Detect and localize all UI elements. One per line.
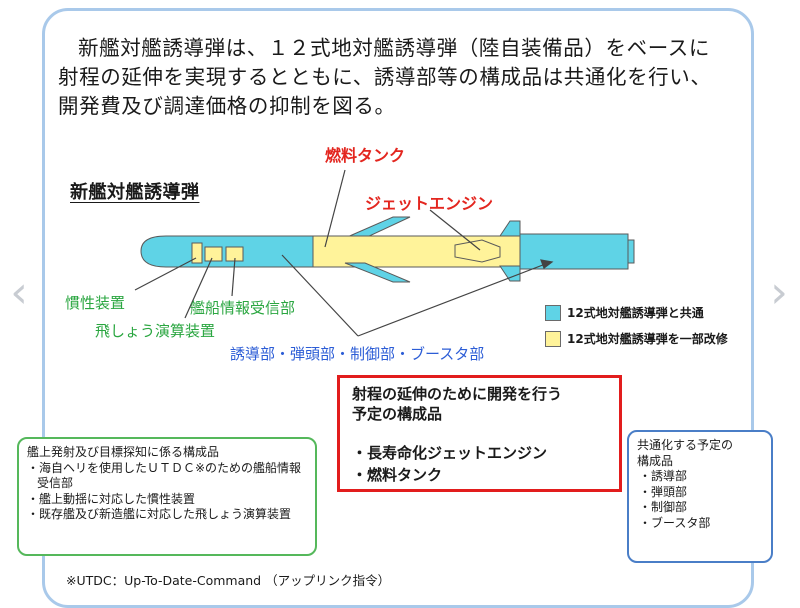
leader-jet-engine — [429, 209, 481, 251]
legend-modified-text: 12式地対艦誘導弾を一部改修 — [567, 332, 728, 346]
dev-box-title-1: 射程の延伸のために開発を行う — [352, 385, 563, 403]
footnote: ※UTDC：Up-To-Date-Command （アップリンク指令） — [66, 573, 391, 588]
next-slide-arrow-icon[interactable]: › — [770, 267, 788, 318]
intro-line-3: 開発費及び調達価格の抑制を図る。 — [58, 94, 396, 118]
shipboard-box-title: 艦上発射及び目標探知に係る構成品 — [27, 445, 220, 459]
leader-inertial — [134, 257, 197, 291]
flight-computer-label: 飛しょう演算装置 — [95, 322, 216, 340]
dev-box-title-2: 予定の構成品 — [352, 405, 443, 423]
leader-lines — [134, 169, 554, 337]
jet-engine-outline — [454, 239, 501, 263]
common-item-control: ・制御部 — [639, 500, 688, 514]
shipboard-item-receiver: ・海自ヘリを使用したＵＴＤＣ※のための艦船情報受信部 — [27, 460, 302, 491]
leader-common-2 — [357, 262, 549, 337]
computer-box — [204, 246, 223, 262]
leader-receiver — [231, 257, 236, 297]
leader-flight-computer — [184, 257, 213, 319]
arrow-head-common — [540, 259, 554, 269]
leader-common-1 — [281, 254, 359, 337]
common-box-title-1: 共通化する予定の — [637, 438, 734, 452]
legend-swatch-cyan — [545, 304, 561, 321]
prev-slide-arrow-icon[interactable]: ‹ — [10, 267, 28, 318]
fuel-tank-label: 燃料タンク — [325, 146, 406, 165]
tail-upper-fin — [499, 220, 521, 237]
shipboard-item-computer: ・既存艦及び新造艦に対応した飛しょう演算装置 — [27, 507, 292, 521]
legend-modified: 12式地対艦誘導弾を一部改修 — [545, 330, 728, 347]
common-item-booster: ・ブースタ部 — [639, 515, 711, 530]
inertial-unit-label: 慣性装置 — [65, 294, 126, 312]
intro-text: 新艦対艦誘導弾は、１２式地対艦誘導弾（陸自装備品）をベースに 射程の延伸を実現す… — [58, 34, 748, 121]
lower-wing — [344, 262, 411, 283]
missile-tail-section — [519, 233, 629, 270]
legend-common: 12式地対艦誘導弾と共通 — [545, 304, 704, 321]
ship-receiver-label: 艦船情報受信部 — [190, 299, 296, 317]
legend-common-text: 12式地対艦誘導弾と共通 — [567, 306, 704, 320]
common-item-guidance: ・誘導部 — [639, 469, 688, 483]
development-components-box: 射程の延伸のために開発を行う 予定の構成品 ・長寿命化ジェットエンジン ・燃料タ… — [337, 375, 622, 492]
common-box-title-2: 構成品 — [637, 453, 674, 468]
common-parts-label: 誘導部・弾頭部・制御部・ブースタ部 — [230, 345, 485, 363]
shipboard-components-box: 艦上発射及び目標探知に係る構成品 ・海自ヘリを使用したＵＴＤＣ※のための艦船情報… — [17, 437, 317, 556]
jet-engine-label: ジェットエンジン — [365, 194, 494, 213]
common-components-box: 共通化する予定の 構成品 ・誘導部 ・弾頭部 ・制御部 ・ブースタ部 — [627, 430, 773, 563]
shipboard-item-inertial: ・艦上動揺に対応した慣性装置 — [27, 491, 196, 506]
intro-line-1: 新艦対艦誘導弾は、１２式地対艦誘導弾（陸自装備品）をベースに — [78, 36, 710, 60]
leader-fuel-tank — [324, 169, 346, 248]
inertial-unit-box — [191, 242, 203, 264]
missile-booster-end — [627, 239, 635, 264]
intro-line-2: 射程の延伸を実現するとともに、誘導部等の構成品は共通化を行い、 — [58, 65, 712, 89]
legend-swatch-yellow — [545, 330, 561, 347]
dev-item-engine: ・長寿命化ジェットエンジン — [352, 444, 548, 462]
upper-wing — [344, 216, 411, 239]
common-item-warhead: ・弾頭部 — [639, 484, 688, 499]
dev-item-fuel-tank: ・燃料タンク — [352, 466, 443, 484]
tail-lower-fin — [499, 265, 521, 282]
missile-diagram — [134, 169, 635, 337]
diagram-title: 新艦対艦誘導弾 — [70, 182, 200, 203]
